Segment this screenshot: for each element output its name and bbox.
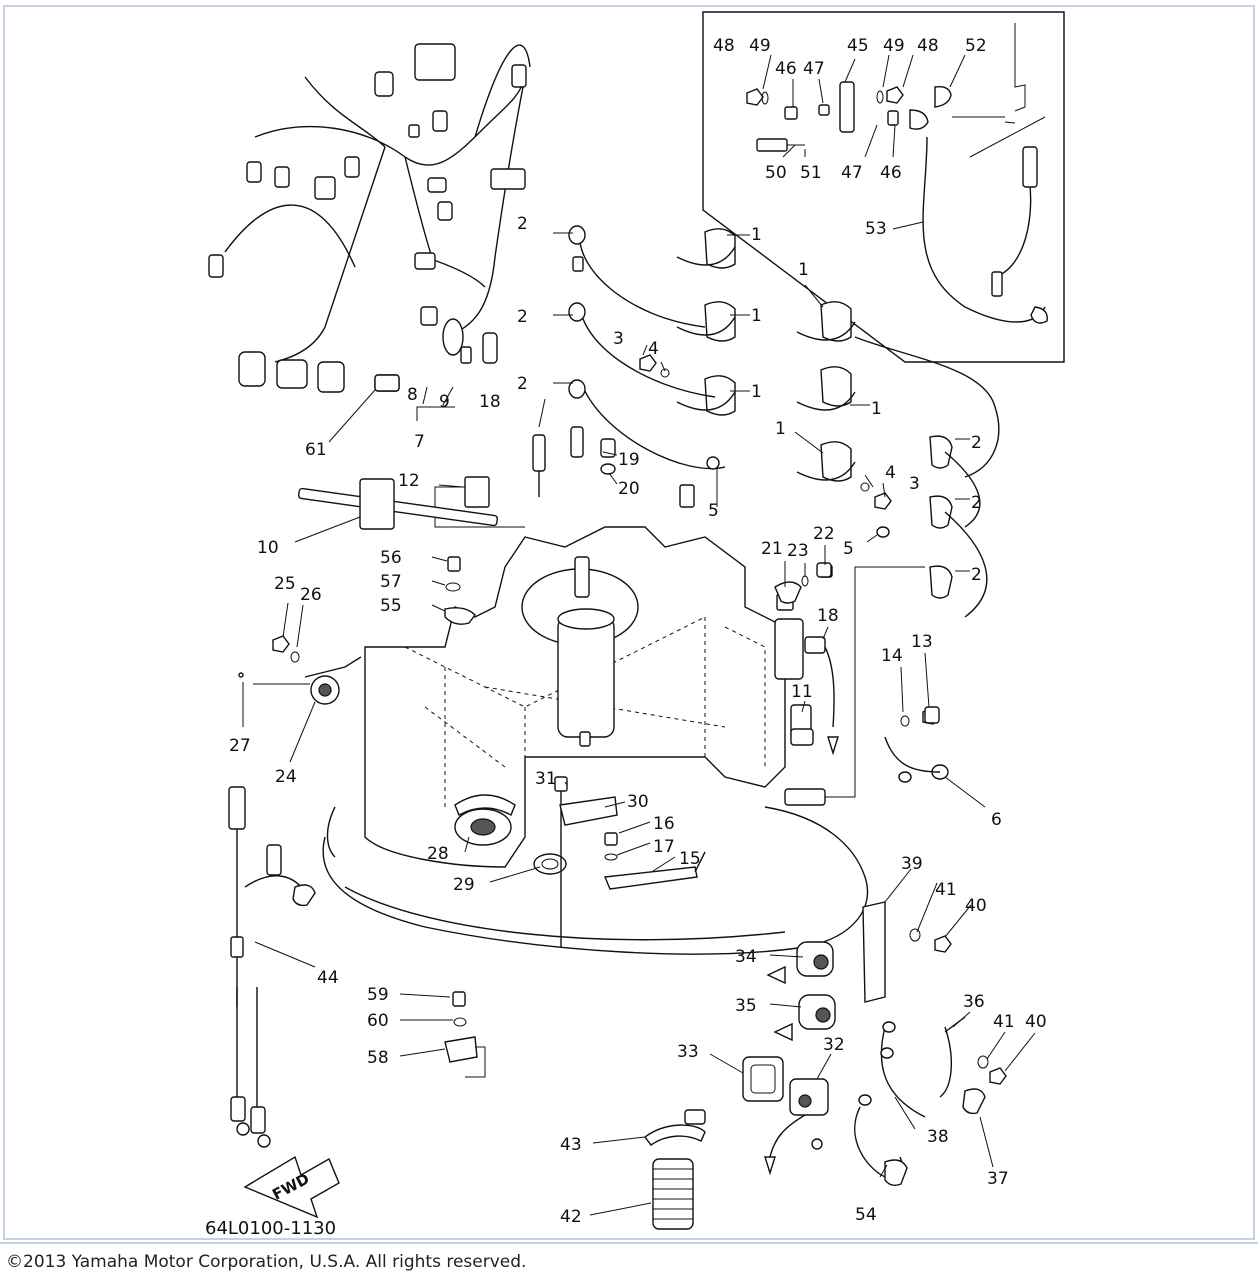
callout-39: 39 — [901, 854, 923, 874]
callout-46b: 46 — [880, 163, 902, 183]
engine-block — [322, 526, 869, 955]
part-code: 64L0100-1130 — [205, 1218, 336, 1238]
callout-2d: 2 — [971, 433, 982, 453]
callout-21: 21 — [761, 539, 783, 559]
footer-divider — [0, 1242, 1258, 1244]
callout-9: 9 — [439, 392, 450, 412]
inset-nut-48a[interactable] — [746, 88, 764, 106]
callout-48b: 48 — [917, 36, 939, 56]
callout-29: 29 — [453, 875, 475, 895]
callout-2f: 2 — [971, 565, 982, 585]
leader-lines — [242, 54, 1036, 1216]
callout-23: 23 — [787, 541, 809, 561]
callout-1e: 1 — [871, 399, 882, 419]
callout-53: 53 — [865, 219, 887, 239]
inset-detail — [702, 11, 1065, 363]
callout-54: 54 — [855, 1205, 877, 1225]
callout-24: 24 — [275, 767, 297, 787]
callout-45: 45 — [847, 36, 869, 56]
callout-10: 10 — [257, 538, 279, 558]
callout-16: 16 — [653, 814, 675, 834]
callout-3a: 3 — [613, 329, 624, 349]
callout-7: 7 — [414, 432, 425, 452]
callout-13: 13 — [911, 632, 933, 652]
inset-cap-52[interactable] — [934, 85, 952, 108]
callout-59: 59 — [367, 985, 389, 1005]
callout-31: 31 — [535, 769, 557, 789]
callout-18a: 18 — [479, 392, 501, 412]
callout-6: 6 — [991, 810, 1002, 830]
callout-47a: 47 — [803, 59, 825, 79]
callout-56: 56 — [380, 548, 402, 568]
callout-48a: 48 — [713, 36, 735, 56]
callout-2e: 2 — [971, 493, 982, 513]
callout-40a: 40 — [965, 896, 987, 916]
callout-61: 61 — [305, 440, 327, 460]
callout-22: 22 — [813, 524, 835, 544]
fwd-arrow: FWD — [243, 1155, 340, 1219]
callout-49b: 49 — [883, 36, 905, 56]
callout-14: 14 — [881, 646, 903, 666]
callout-19: 19 — [618, 450, 640, 470]
callout-55: 55 — [380, 596, 402, 616]
callout-51: 51 — [800, 163, 822, 183]
callout-44: 44 — [317, 968, 339, 988]
callout-28: 28 — [427, 844, 449, 864]
callout-47b: 47 — [841, 163, 863, 183]
callout-57: 57 — [380, 572, 402, 592]
callout-5a: 5 — [708, 501, 719, 521]
callout-27: 27 — [229, 736, 251, 756]
callout-4b: 4 — [885, 463, 896, 483]
ignition-coils[interactable] — [676, 228, 856, 482]
callout-20: 20 — [618, 479, 640, 499]
inset-bracket-45[interactable] — [839, 81, 855, 133]
callout-35: 35 — [735, 996, 757, 1016]
callout-37: 37 — [987, 1169, 1009, 1189]
callout-25: 25 — [274, 574, 296, 594]
callout-1c: 1 — [751, 306, 762, 326]
callout-41b: 41 — [993, 1012, 1015, 1032]
copyright-notice: ©2013 Yamaha Motor Corporation, U.S.A. A… — [6, 1252, 527, 1272]
callout-43: 43 — [560, 1135, 582, 1155]
callout-labels: 48 49 45 49 48 52 46 47 50 51 47 46 53 2… — [229, 36, 1047, 1227]
inset-bolt-50[interactable] — [756, 138, 788, 152]
callout-26: 26 — [300, 585, 322, 605]
callout-15: 15 — [679, 849, 701, 869]
callout-4a: 4 — [648, 339, 659, 359]
callout-40b: 40 — [1025, 1012, 1047, 1032]
callout-38: 38 — [927, 1127, 949, 1147]
callout-5b: 5 — [843, 539, 854, 559]
callout-3b: 3 — [909, 474, 920, 494]
callout-30: 30 — [627, 792, 649, 812]
callout-50: 50 — [765, 163, 787, 183]
callout-1d: 1 — [751, 382, 762, 402]
callout-32: 32 — [823, 1035, 845, 1055]
callout-17: 17 — [653, 837, 675, 857]
callout-42: 42 — [560, 1207, 582, 1227]
spring-42[interactable] — [652, 1158, 694, 1230]
callout-1a: 1 — [751, 225, 762, 245]
callout-11: 11 — [791, 682, 813, 702]
callout-2c: 2 — [517, 374, 528, 394]
callout-8: 8 — [407, 385, 418, 405]
callout-58: 58 — [367, 1048, 389, 1068]
callout-2a: 2 — [517, 214, 528, 234]
callout-52: 52 — [965, 36, 987, 56]
exploded-parts-diagram: FWD 64L0100-1130 — [205, 11, 1065, 1238]
spark-plug-caps[interactable] — [854, 336, 1000, 618]
callout-33: 33 — [677, 1042, 699, 1062]
callout-1b: 1 — [798, 260, 809, 280]
callout-1f: 1 — [775, 419, 786, 439]
callout-49a: 49 — [749, 36, 771, 56]
callout-46a: 46 — [775, 59, 797, 79]
callout-12: 12 — [398, 471, 420, 491]
callout-41a: 41 — [935, 880, 957, 900]
callout-36: 36 — [963, 992, 985, 1012]
starter-motor[interactable] — [557, 616, 615, 738]
callout-2b: 2 — [517, 307, 528, 327]
callout-60: 60 — [367, 1011, 389, 1031]
callout-18b: 18 — [817, 606, 839, 626]
callout-34: 34 — [735, 947, 757, 967]
